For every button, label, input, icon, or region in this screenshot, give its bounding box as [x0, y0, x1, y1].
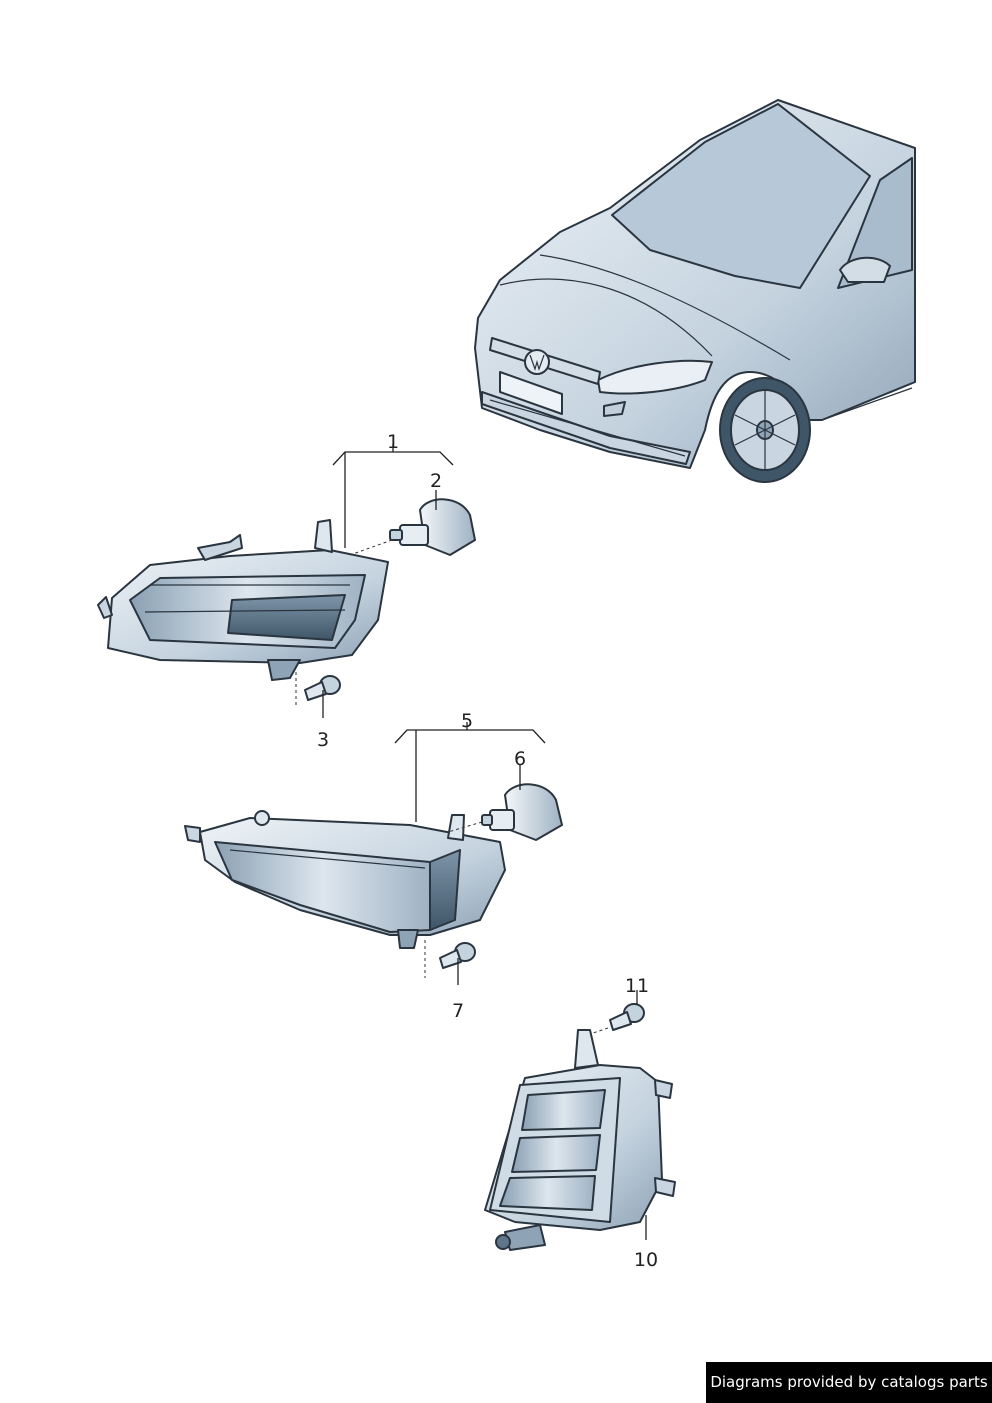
callout-7: 7 — [452, 1000, 464, 1022]
bulb-2 — [389, 498, 476, 556]
callout-5: 5 — [461, 710, 473, 732]
screw-11 — [609, 1003, 645, 1031]
car-front-illustration — [474, 99, 916, 483]
fog-light-housing-5 — [184, 810, 506, 949]
callout-10: 10 — [634, 1249, 658, 1271]
callout-2: 2 — [430, 470, 442, 492]
callout-3: 3 — [317, 729, 329, 751]
watermark-banner: Diagrams provided by catalogs parts — [706, 1362, 992, 1403]
callout-1: 1 — [387, 431, 399, 453]
light-unit-10 — [484, 1029, 676, 1251]
screw-3 — [304, 675, 341, 701]
fog-light-housing-1 — [97, 519, 389, 681]
leader-lines — [295, 444, 647, 1240]
screw-7 — [439, 942, 476, 969]
bulb-6 — [481, 783, 563, 841]
callout-6: 6 — [514, 748, 526, 770]
callout-11: 11 — [625, 975, 649, 997]
